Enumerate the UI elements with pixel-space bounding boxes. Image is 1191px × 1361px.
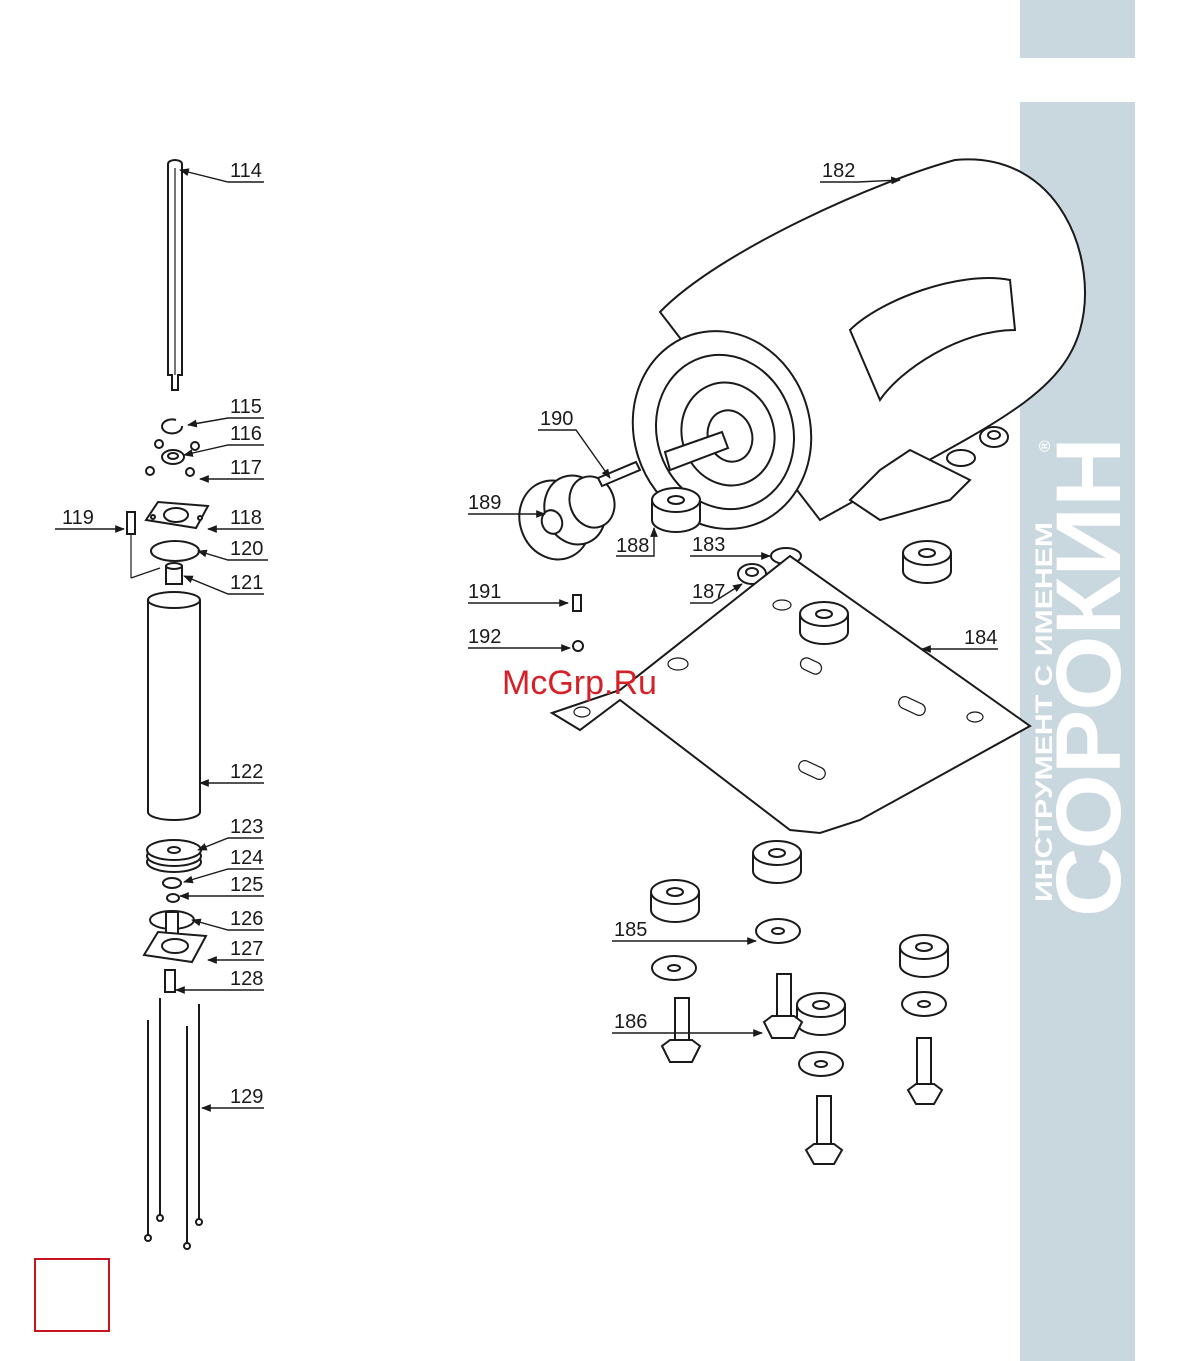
label-184: 184 <box>964 627 997 649</box>
rubber-foot <box>800 602 848 644</box>
rubber-foot <box>651 880 699 922</box>
rubber-foot <box>903 541 951 583</box>
part-120-ring <box>151 541 199 561</box>
column-assembly <box>127 160 208 1249</box>
part-190-key <box>598 462 640 486</box>
part-128-fitting <box>165 970 175 992</box>
part-129-rods <box>145 998 202 1249</box>
part-121-bushing <box>166 563 182 584</box>
part-123-pulley <box>147 840 201 872</box>
label-117: 117 <box>230 457 262 479</box>
label-123: 123 <box>230 816 263 838</box>
bolt <box>662 998 700 1062</box>
part-116-bearing <box>162 450 184 464</box>
label-182: 182 <box>822 160 855 182</box>
label-187: 187 <box>692 581 725 603</box>
label-190: 190 <box>540 408 573 430</box>
part-125-washer <box>167 894 179 902</box>
label-119: 119 <box>62 507 94 529</box>
label-191: 191 <box>468 581 501 603</box>
label-183: 183 <box>692 534 725 556</box>
rubber-foot <box>900 935 948 977</box>
label-129: 129 <box>230 1086 263 1108</box>
bolt <box>908 1038 942 1104</box>
rubber-foot <box>753 841 801 883</box>
label-116: 116 <box>230 423 262 445</box>
label-185: 185 <box>614 919 647 941</box>
part-187-nut-2 <box>980 427 1008 447</box>
label-192: 192 <box>468 626 501 648</box>
part-127-flange <box>144 932 206 962</box>
label-115: 115 <box>230 396 262 418</box>
part-188-rubber-foot <box>652 488 700 532</box>
part-118-flange <box>146 502 208 528</box>
part-124-washer <box>163 878 181 888</box>
label-125: 125 <box>230 874 263 896</box>
label-127: 127 <box>230 938 263 960</box>
part-115-circlip <box>162 419 182 433</box>
part-192-nut <box>573 641 583 651</box>
label-122: 122 <box>230 761 263 783</box>
label-128: 128 <box>230 968 263 990</box>
label-114: 114 <box>230 160 262 182</box>
watermark: McGrp.Ru <box>502 664 657 702</box>
rubber-foot <box>797 993 845 1035</box>
label-186: 186 <box>614 1011 647 1033</box>
part-191-pin <box>573 595 581 611</box>
part-183-washer-2 <box>947 450 975 466</box>
label-126: 126 <box>230 908 263 930</box>
label-120: 120 <box>230 538 263 560</box>
label-124: 124 <box>230 847 263 869</box>
label-121: 121 <box>230 572 263 594</box>
label-188: 188 <box>616 535 649 557</box>
label-189: 189 <box>468 492 501 514</box>
label-118: 118 <box>230 507 262 529</box>
part-122-tube <box>148 592 200 820</box>
bolt <box>806 1096 842 1164</box>
part-114-shaft <box>168 160 182 390</box>
